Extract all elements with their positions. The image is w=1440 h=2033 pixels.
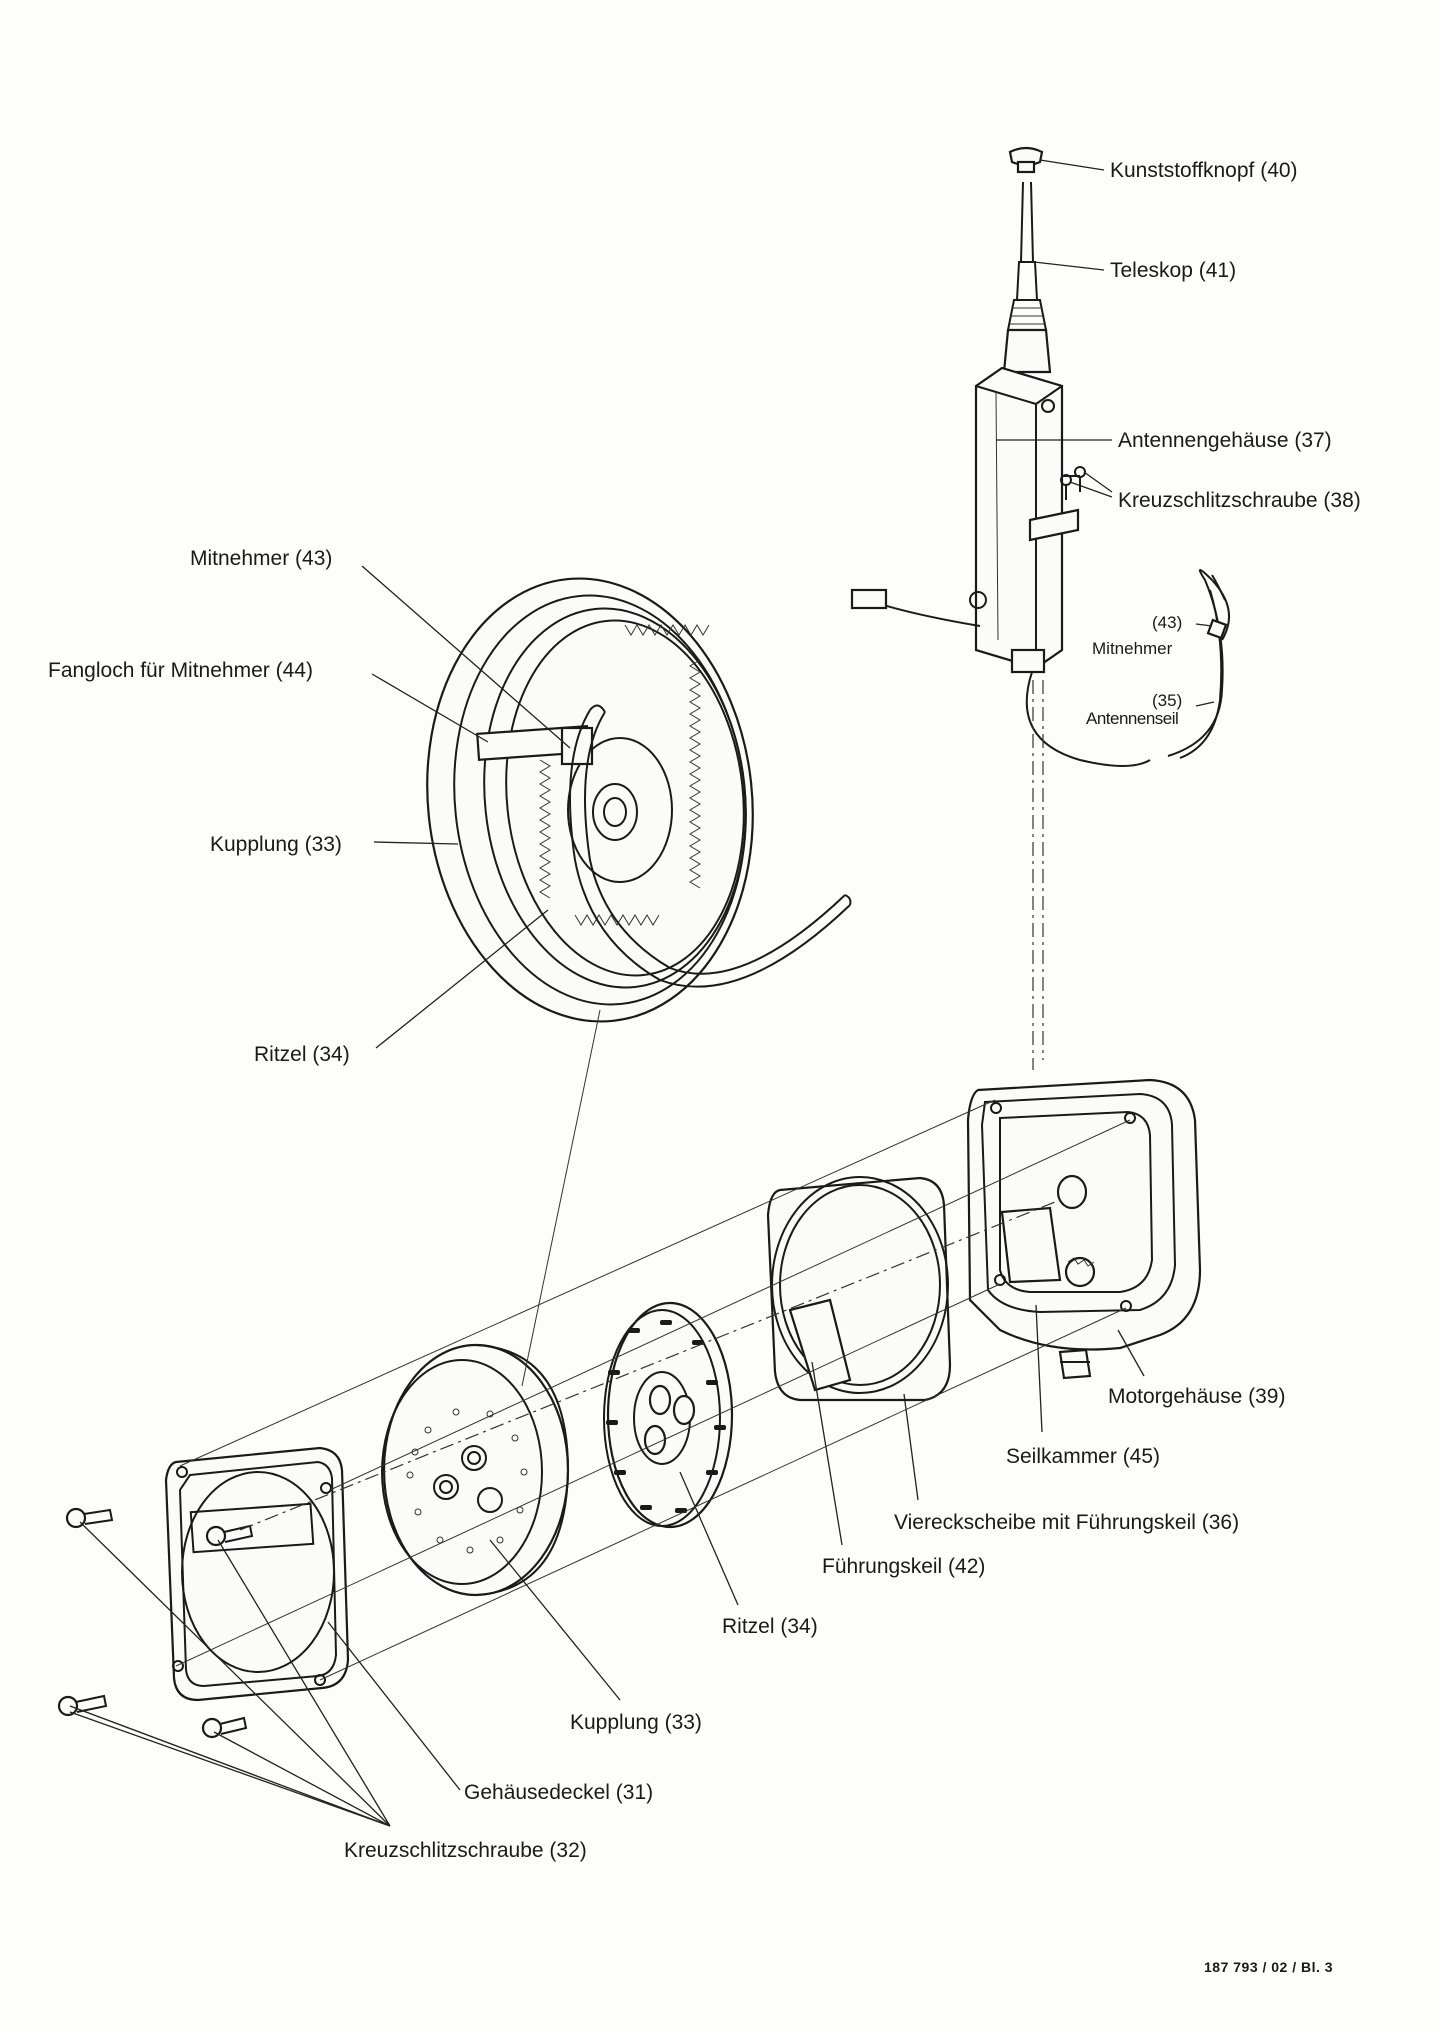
label-kunststoffknopf: Kunststoffknopf (40) bbox=[1110, 159, 1298, 182]
label-viereckscheibe: Viereckscheibe mit Führungskeil (36) bbox=[894, 1511, 1240, 1534]
label-gehaeusedeckel: Gehäusedeckel (31) bbox=[464, 1781, 654, 1804]
assembly-lines bbox=[175, 1009, 1131, 1681]
label-antennengehaeuse: Antennengehäuse (37) bbox=[1118, 429, 1332, 452]
label-kupplung-top: Kupplung (33) bbox=[210, 833, 342, 856]
label-ritzel-bottom: Ritzel (34) bbox=[722, 1615, 818, 1638]
label-motorgehaeuse: Motorgehäuse (39) bbox=[1108, 1385, 1286, 1408]
leader-lines bbox=[69, 159, 1215, 1827]
square-disc bbox=[766, 1176, 952, 1402]
label-inset-43-text: Mitnehmer bbox=[1092, 639, 1173, 658]
label-seilkammer: Seilkammer (45) bbox=[1006, 1445, 1161, 1468]
label-fuehrungskeil: Führungskeil (42) bbox=[822, 1555, 986, 1578]
label-inset-35-text: Antennenseil bbox=[1086, 709, 1179, 728]
label-kupplung-bottom: Kupplung (33) bbox=[570, 1711, 702, 1734]
housing-cover bbox=[164, 1446, 350, 1702]
label-fangloch: Fangloch für Mitnehmer (44) bbox=[48, 659, 313, 682]
label-ritzel-top: Ritzel (34) bbox=[254, 1043, 350, 1066]
label-kreuzschlitzschraube-38: Kreuzschlitzschraube (38) bbox=[1118, 489, 1361, 512]
label-teleskop: Teleskop (41) bbox=[1110, 259, 1237, 282]
label-inset-43-number: (43) bbox=[1152, 613, 1183, 632]
antenna-assembly bbox=[850, 146, 1230, 1070]
document-number: 187 793 / 02 / Bl. 3 bbox=[1204, 1959, 1334, 1975]
label-inset-35-number: (35) bbox=[1152, 691, 1183, 710]
cross-screws bbox=[57, 1507, 254, 1739]
clutch-detail-top bbox=[426, 577, 852, 1023]
label-kreuzschlitzschraube-32: Kreuzschlitzschraube (32) bbox=[344, 1839, 587, 1862]
label-mitnehmer: Mitnehmer (43) bbox=[190, 547, 333, 570]
motor-housing bbox=[966, 1078, 1202, 1380]
pinion-disc bbox=[603, 1301, 734, 1529]
